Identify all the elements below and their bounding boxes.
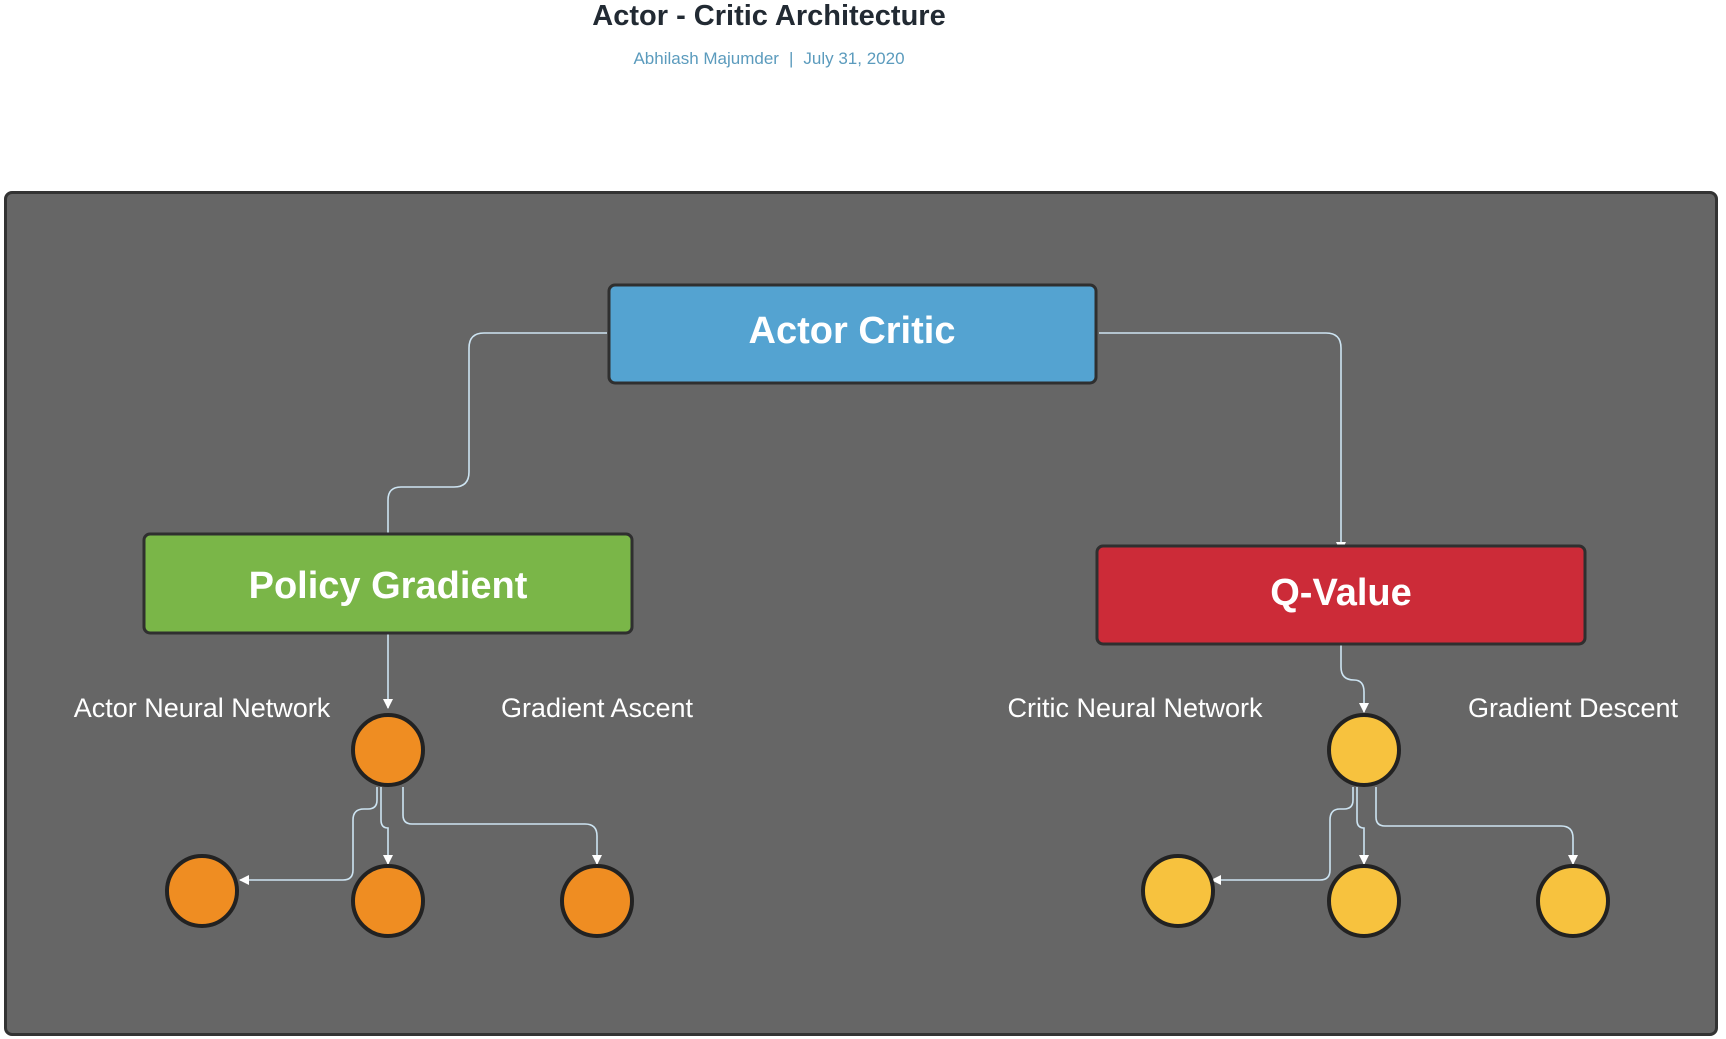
policy-gradient-label: Policy Gradient [249,565,528,607]
page-title: Actor - Critic Architecture [592,0,946,32]
actor-critic-label: Actor Critic [749,310,956,352]
critic-child-node-middle [1327,864,1401,938]
critic-neural-network-label: Critic Neural Network [1007,693,1263,723]
critic-root-node [1327,713,1401,787]
actor-nodes [165,713,634,938]
connector-critic-to-middle-child [1356,787,1369,865]
connector-actor-to-left-child [239,787,378,885]
gradient-descent-label: Gradient Descent [1468,693,1679,723]
byline-separator: | [788,49,794,68]
connector-root-to-qvalue [1099,332,1346,552]
critic-child-node-right [1536,864,1610,938]
critic-child-node-left [1141,854,1215,928]
connector-actor-to-middle-child [380,787,393,865]
actor-neural-network-label: Actor Neural Network [74,693,331,723]
connector-qvalue-to-critic-network [1340,645,1369,713]
author-name: Abhilash Majumder [633,49,779,68]
actor-child-node-right [560,864,634,938]
connector-critic-to-left-child [1211,787,1354,885]
connectors [239,332,1578,885]
actor-child-node-left [165,854,239,928]
connector-root-to-policy [383,332,607,544]
actor-child-node-middle [351,864,425,938]
q-value-box: Q-Value [1095,544,1587,646]
connector-actor-to-right-child [402,787,602,865]
actor-critic-box: Actor Critic [607,283,1098,385]
publish-date: July 31, 2020 [803,49,905,68]
actor-root-node [351,713,425,787]
connector-critic-to-right-child [1375,787,1578,865]
policy-gradient-box: Policy Gradient [142,532,634,635]
gradient-ascent-label: Gradient Ascent [501,693,694,723]
critic-nodes [1141,713,1610,938]
byline: Abhilash Majumder | July 31, 2020 [0,49,1538,69]
q-value-label: Q-Value [1270,572,1412,614]
